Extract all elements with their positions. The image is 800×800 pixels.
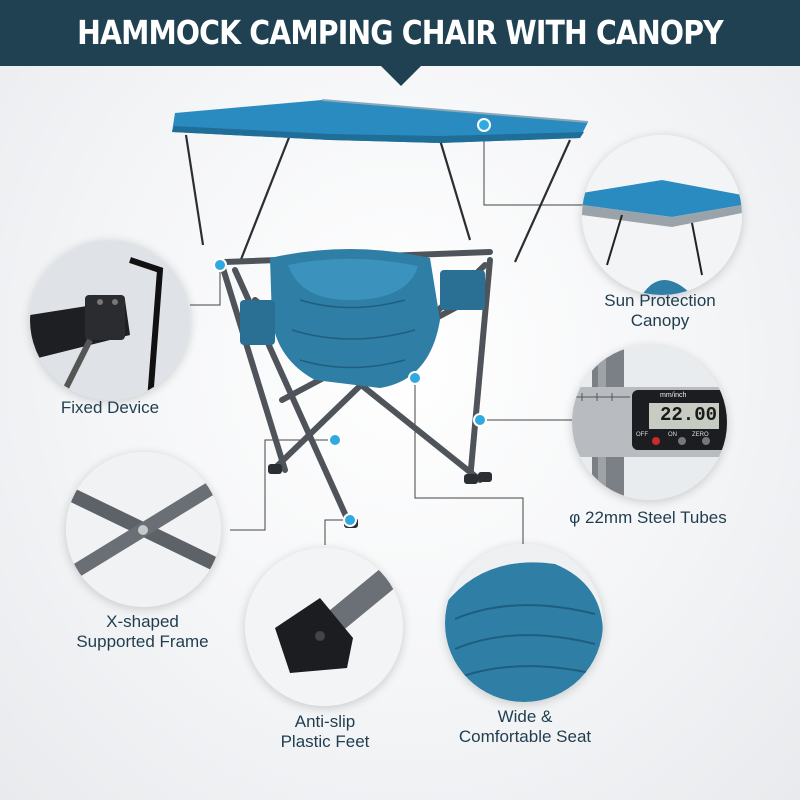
tubes-marker [473,413,487,427]
callout-lines [190,125,590,548]
title-banner [0,0,800,66]
x-frame-detail [66,452,221,607]
x-frame-label-line1: X-shaped [106,612,179,631]
hotspot-markers [213,118,491,527]
caliper-unit: mm/inch [660,392,687,399]
fixed-device-detail [30,240,190,400]
banner-pointer [379,64,423,86]
caliper-reading: 22.00 [659,404,717,426]
seat-label-line1: Wide & [497,707,553,726]
canopy-label-line1: Sun Protection [604,291,716,310]
seat-marker [408,371,422,385]
canopy-callout-line [483,125,590,206]
caliper-zero-button: ZERO [692,432,709,438]
canopy-detail [582,135,742,295]
caliper-off-button: OFF [636,432,648,438]
feet-marker [343,513,357,527]
feet-detail [245,548,403,706]
canopy-marker [477,118,491,132]
seat-detail [445,544,603,702]
steel-tubes-label: φ 22mm Steel Tubes [569,508,727,527]
fixed-device-marker [213,258,227,272]
seat-label-line2: Comfortable Seat [458,727,592,746]
x-frame-label-line2: Supported Frame [76,632,209,651]
frame-marker [328,433,342,447]
fixed-device-callout-line [190,265,221,306]
feet-callout-line [324,519,350,545]
page-title: HAMMOCK CAMPING CHAIR WITH CANOPY [77,13,724,52]
fixed-device-label: Fixed Device [60,398,160,417]
feet-label-line1: Anti-slip [294,712,356,731]
canopy-label-line2: Canopy [630,311,690,330]
caliper-on-button: ON [668,432,677,438]
seat-callout-line [414,378,524,548]
feet-label-line2: Plastic Feet [280,732,370,751]
steel-tubes-detail: mm/inch 22.00 OFF ON ZERO [572,345,727,500]
